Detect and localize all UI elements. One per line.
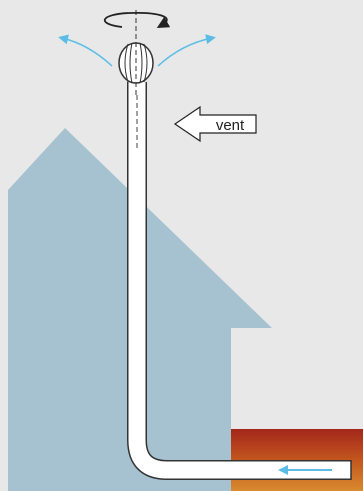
vent-pipe [127,82,352,480]
left-pointing-callout-arrow-icon [173,105,257,143]
rotation-arrow-icon [103,12,171,28]
vent-label: vent [216,117,245,134]
rotating-turbine-vent-icon [118,10,154,98]
airflow-out-arrow-icon [58,34,216,67]
